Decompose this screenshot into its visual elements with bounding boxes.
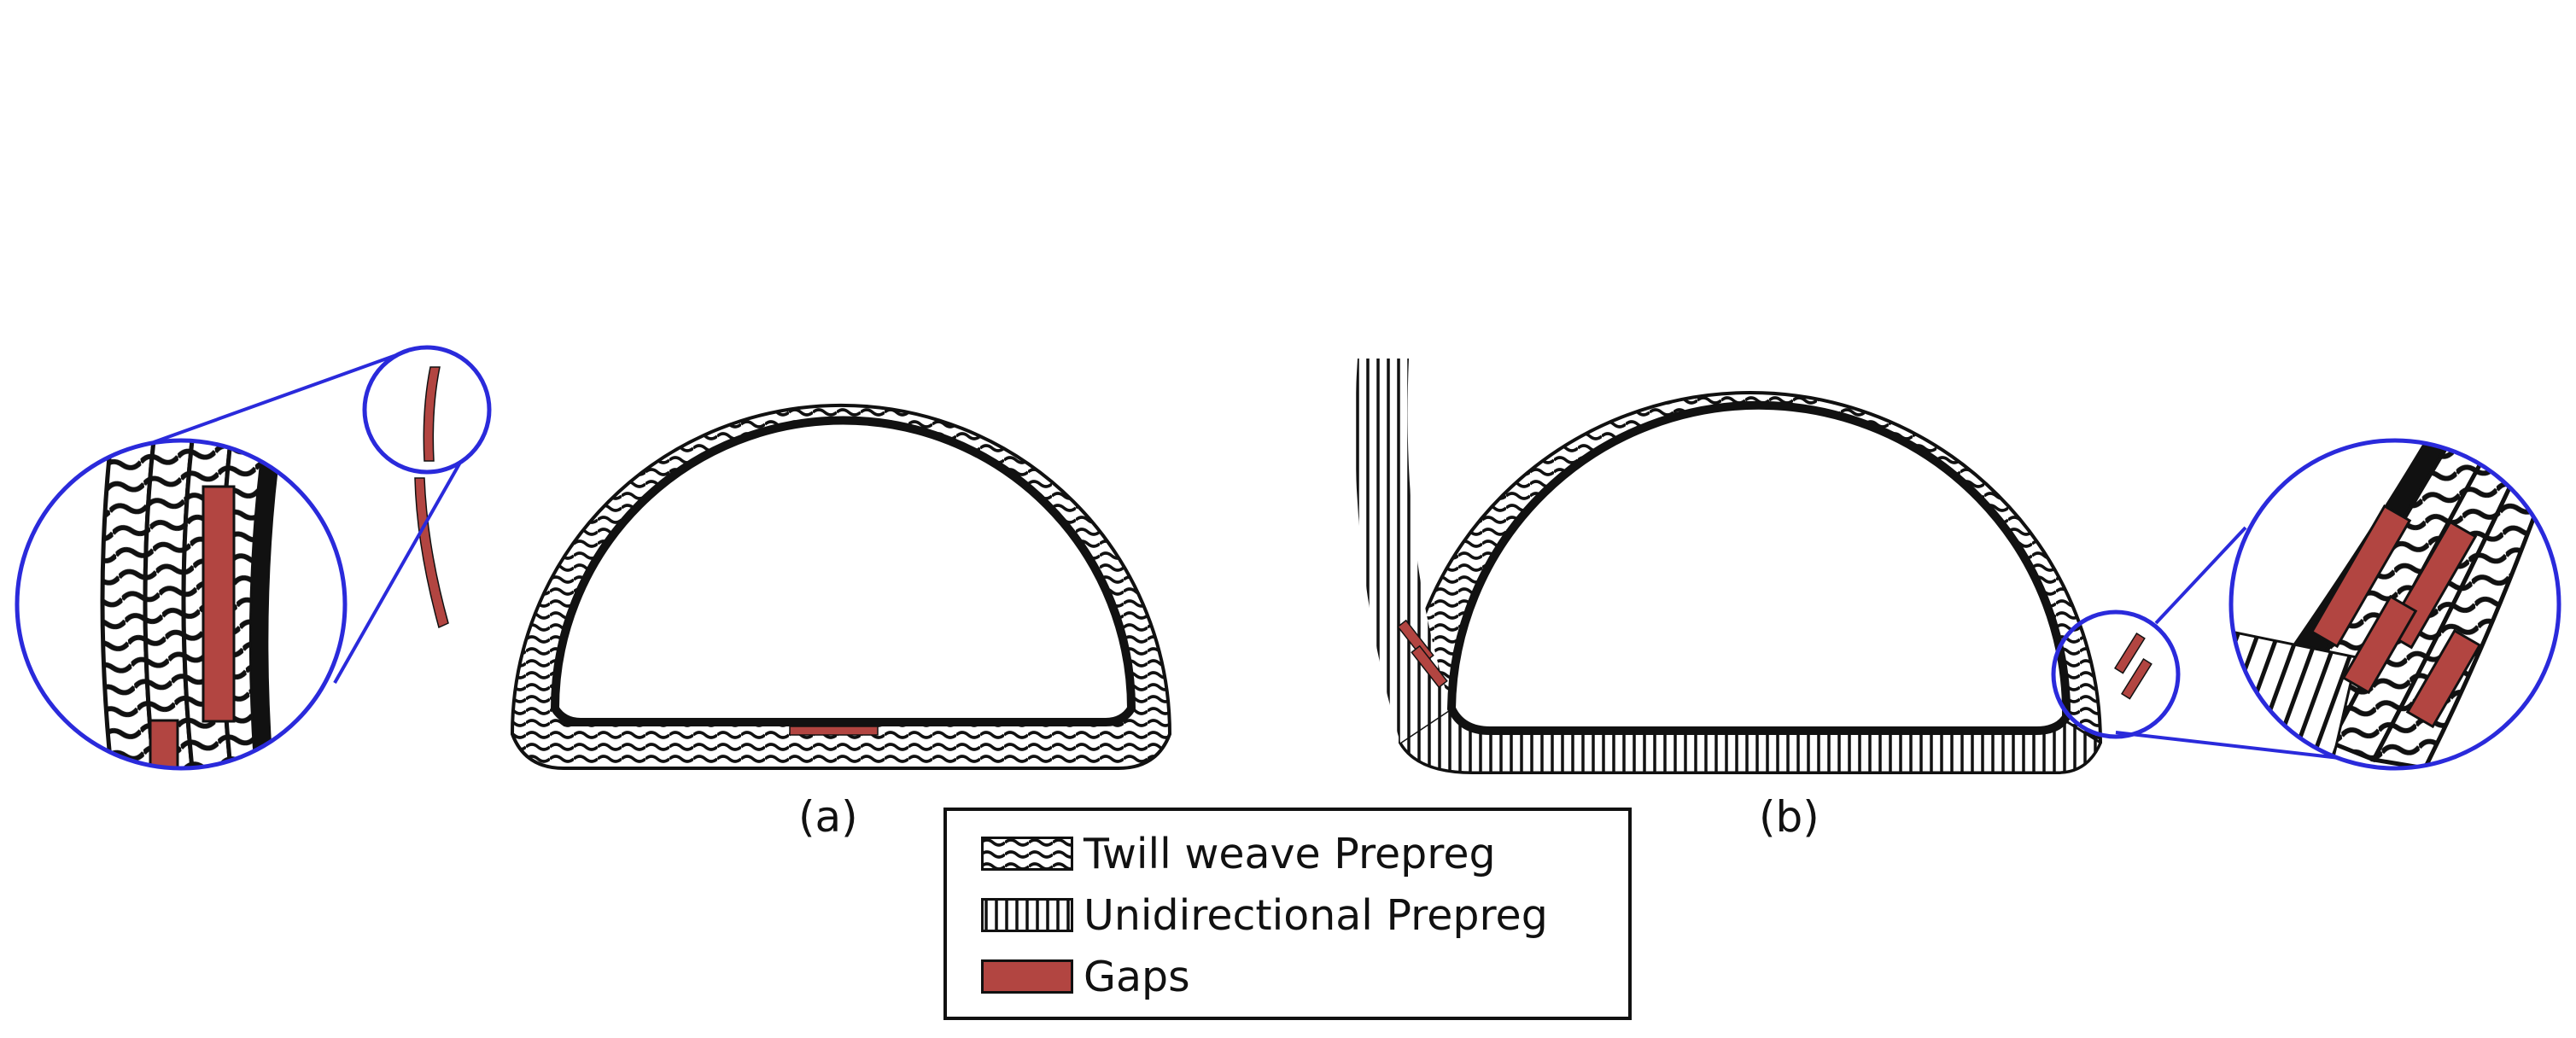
legend-label: Unidirectional Prepreg <box>1084 890 1548 940</box>
panel-a-zoom-detail <box>17 440 345 768</box>
panel-b-caption: (b) <box>1759 792 1820 842</box>
panel-a-zoom-line-bottom <box>333 460 463 684</box>
panel-b-gap-right-2 <box>2121 657 2153 700</box>
twill-weave-swatch-icon <box>981 837 1073 871</box>
panel-b-zoom-source-circle <box>2051 609 2181 739</box>
panel-a-inner-cavity <box>550 416 1136 726</box>
legend-label: Twill weave Prepreg <box>1084 829 1496 878</box>
legend: Twill weave Prepreg Unidirectional Prepr… <box>943 808 1632 1020</box>
panel-a-zoom-circle <box>15 438 348 771</box>
panel-b-unidirectional-left-flank <box>1355 359 1452 743</box>
unidirectional-swatch-icon <box>981 898 1073 932</box>
legend-item-gaps: Gaps <box>981 952 1190 1001</box>
panel-b-zoom-detail <box>2231 440 2559 768</box>
panel-b-gap-right-1 <box>2114 632 2146 674</box>
panel-a-gap-left-lower <box>414 477 449 629</box>
panel-b-zoom-line-bottom <box>2115 731 2340 760</box>
panel-b-gap-left-2 <box>1411 644 1448 689</box>
panel-a-zoom-source-circle <box>362 345 492 475</box>
legend-item-unidirectional: Unidirectional Prepreg <box>981 890 1548 940</box>
panel-b-zoom-line-top <box>2154 526 2247 625</box>
gaps-swatch-icon <box>981 959 1073 994</box>
legend-item-twill: Twill weave Prepreg <box>981 830 1496 878</box>
panel-a-zoom-line-top <box>153 349 409 444</box>
legend-label: Gaps <box>1084 952 1190 1001</box>
panel-b <box>1355 359 2561 774</box>
panel-b-zoom-circle <box>2228 438 2561 771</box>
panel-b-inner-cavity <box>1446 401 2071 735</box>
panel-a-gap-left-upper <box>423 366 441 462</box>
panel-a-caption: (a) <box>798 792 858 842</box>
panel-a <box>15 345 1172 771</box>
panel-a-gap-bottom <box>789 726 879 736</box>
